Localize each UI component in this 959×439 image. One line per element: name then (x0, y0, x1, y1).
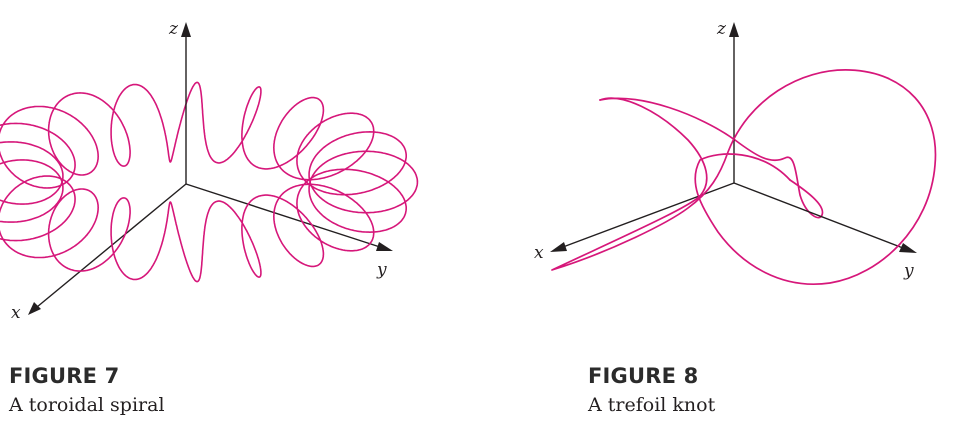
figure-8-label: FIGURE 8 (588, 364, 699, 388)
z-axis-arrow-icon (181, 22, 191, 37)
y-axis (185, 183, 381, 248)
x-axis-label: x (11, 303, 21, 323)
y-axis-label: y (903, 261, 914, 281)
figure-8-plot: z y x (534, 19, 937, 285)
z-axis-label: z (716, 19, 727, 39)
trefoil-knot-back-strokes (599, 97, 824, 219)
y-axis-label: y (376, 260, 387, 280)
x-axis-arrow-icon (28, 302, 41, 315)
figure-7-label: FIGURE 7 (9, 364, 120, 388)
y-axis-arrow-icon (376, 242, 393, 251)
z-axis-arrow-icon (729, 22, 739, 37)
z-axis-label: z (168, 19, 179, 39)
y-axis-arrow-icon (899, 243, 917, 253)
figure-7-caption: A toroidal spiral (9, 394, 165, 416)
x-axis-label: x (534, 243, 544, 263)
figure-7-plot: z y x (0, 19, 419, 323)
trefoil-knot-front-strokes (551, 69, 937, 285)
figure-8-caption: A trefoil knot (588, 394, 716, 416)
x-axis-arrow-icon (550, 242, 567, 252)
y-axis (733, 182, 904, 249)
toroidal-spiral-front-strokes (0, 150, 419, 283)
